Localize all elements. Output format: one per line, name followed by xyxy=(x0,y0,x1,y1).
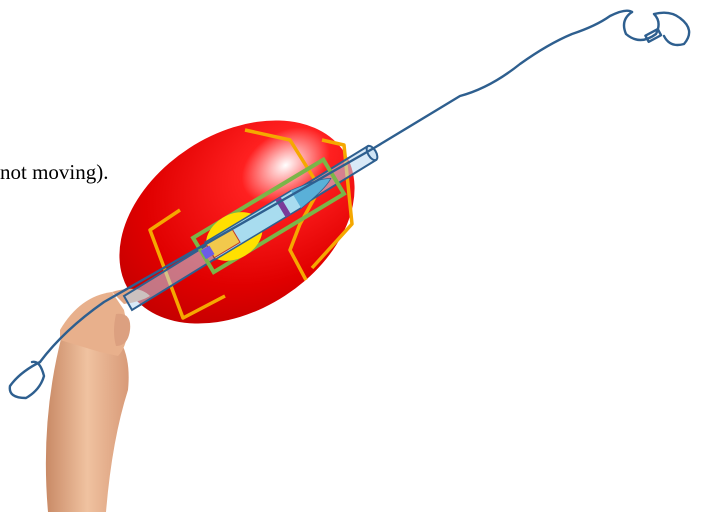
caption-text: not moving). xyxy=(0,160,109,185)
fingers xyxy=(114,314,130,346)
forearm xyxy=(46,330,129,512)
hand xyxy=(46,289,150,512)
string-loop-left xyxy=(10,362,44,398)
